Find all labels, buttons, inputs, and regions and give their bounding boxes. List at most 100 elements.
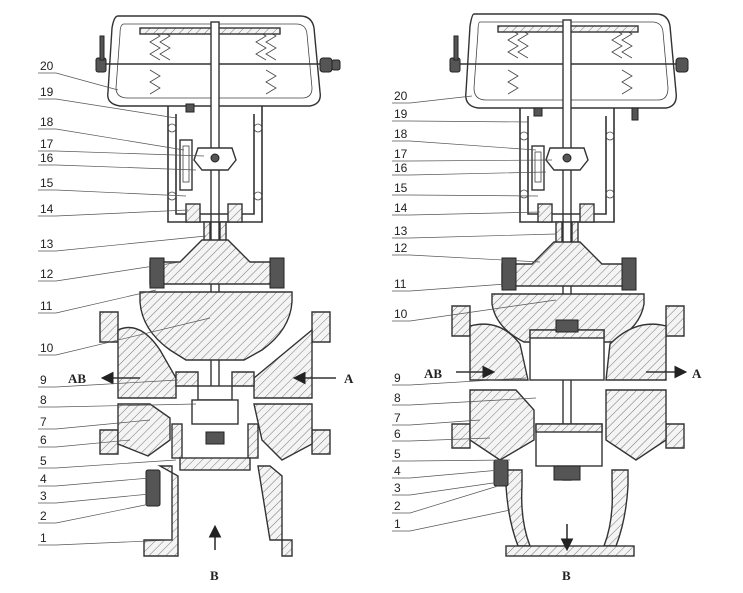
right-part-label-12: 12 (394, 241, 408, 255)
right-part-label-1: 1 (394, 517, 401, 531)
right-part-label-18: 18 (394, 127, 408, 141)
left-part-label-11: 11 (40, 299, 53, 313)
right-leader-14 (392, 211, 541, 216)
right-part-label-19: 19 (394, 107, 408, 121)
right-bonnet (501, 221, 637, 291)
right-part-label-11: 11 (394, 277, 407, 291)
left-yoke (167, 103, 263, 223)
right-leader-8 (392, 397, 537, 406)
left-leader-8 (38, 403, 197, 408)
right-leader-19 (392, 120, 529, 123)
left-leader-18 (38, 128, 185, 151)
left-part-label-18: 18 (40, 115, 54, 129)
right-part-label-16: 16 (394, 161, 408, 175)
left-leader-9 (38, 379, 179, 388)
left-part-label-8: 8 (40, 393, 47, 407)
right-part-label-8: 8 (394, 391, 401, 405)
right-part-label-17: 17 (394, 147, 408, 161)
right-part-label-3: 3 (394, 481, 401, 495)
right-part-label-10: 10 (394, 307, 408, 321)
left-leader-3 (38, 493, 151, 504)
right-part-label-4: 4 (394, 464, 401, 478)
left-leader-13 (38, 235, 207, 252)
left-leader-19 (38, 98, 177, 119)
right-part-label-7: 7 (394, 411, 401, 425)
left-leader-5 (38, 459, 177, 469)
right-port-b: B (562, 568, 571, 583)
left-bonnet (149, 221, 285, 289)
left-leader-6 (38, 439, 131, 448)
right-part-label-6: 6 (394, 427, 401, 441)
right-leader-4 (392, 469, 501, 479)
right-body (451, 293, 685, 557)
left-leader-2 (38, 503, 151, 524)
left-part-label-9: 9 (40, 373, 47, 387)
left-port-ab: AB (68, 371, 86, 386)
left-leader-17 (38, 150, 205, 157)
right-part-label-14: 14 (394, 201, 408, 215)
right-leader-18 (392, 140, 537, 151)
right-leader-lines (392, 95, 557, 532)
right-part-label-15: 15 (394, 181, 408, 195)
left-leader-4 (38, 477, 151, 487)
left-body (99, 291, 331, 557)
left-part-label-14: 14 (40, 202, 54, 216)
right-leader-7 (392, 419, 481, 426)
left-part-label-13: 13 (40, 237, 54, 251)
left-part-label-10: 10 (40, 341, 54, 355)
right-leader-13 (392, 233, 557, 239)
left-part-label-3: 3 (40, 489, 47, 503)
left-part-label-2: 2 (40, 509, 47, 523)
left-leader-7 (38, 419, 151, 430)
right-leader-9 (392, 377, 527, 386)
left-leader-20 (38, 72, 119, 91)
right-leader-6 (392, 437, 491, 442)
left-part-label-16: 16 (40, 151, 54, 165)
left-leader-lines (38, 72, 211, 546)
right-part-label-5: 5 (394, 447, 401, 461)
left-leader-15 (38, 189, 187, 197)
right-leader-15 (392, 194, 539, 197)
right-part-label-2: 2 (394, 499, 401, 513)
right-port-ab: AB (424, 366, 442, 381)
left-part-label-6: 6 (40, 433, 47, 447)
right-leader-10 (392, 299, 557, 322)
left-part-label-20: 20 (40, 59, 54, 73)
left-part-label-19: 19 (40, 85, 54, 99)
right-yoke (519, 107, 639, 223)
right-leader-12 (392, 254, 541, 263)
left-leader-10 (38, 317, 211, 356)
left-port-b: B (210, 568, 219, 583)
right-part-label-13: 13 (394, 224, 408, 238)
right-leader-17 (392, 159, 553, 162)
left-part-label-15: 15 (40, 176, 54, 190)
left-part-label-7: 7 (40, 415, 47, 429)
left-leader-11 (38, 289, 157, 314)
right-part-label-9: 9 (394, 371, 401, 385)
left-leader-12 (38, 261, 181, 282)
left-part-label-12: 12 (40, 267, 54, 281)
right-leader-20 (392, 95, 473, 104)
right-leader-16 (392, 171, 547, 176)
right-leader-3 (392, 481, 501, 496)
right-leader-2 (392, 485, 499, 514)
left-leader-1 (38, 539, 173, 546)
right-leader-5 (392, 459, 511, 462)
left-part-label-1: 1 (40, 531, 47, 545)
left-part-label-4: 4 (40, 472, 47, 486)
left-leader-14 (38, 209, 189, 217)
right-part-label-20: 20 (394, 89, 408, 103)
right-port-a: A (692, 366, 702, 381)
left-part-label-5: 5 (40, 454, 47, 468)
left-part-label-17: 17 (40, 137, 54, 151)
left-leader-16 (38, 164, 197, 171)
right-leader-11 (392, 283, 507, 292)
left-port-a: A (344, 371, 354, 386)
right-leader-1 (392, 509, 511, 532)
